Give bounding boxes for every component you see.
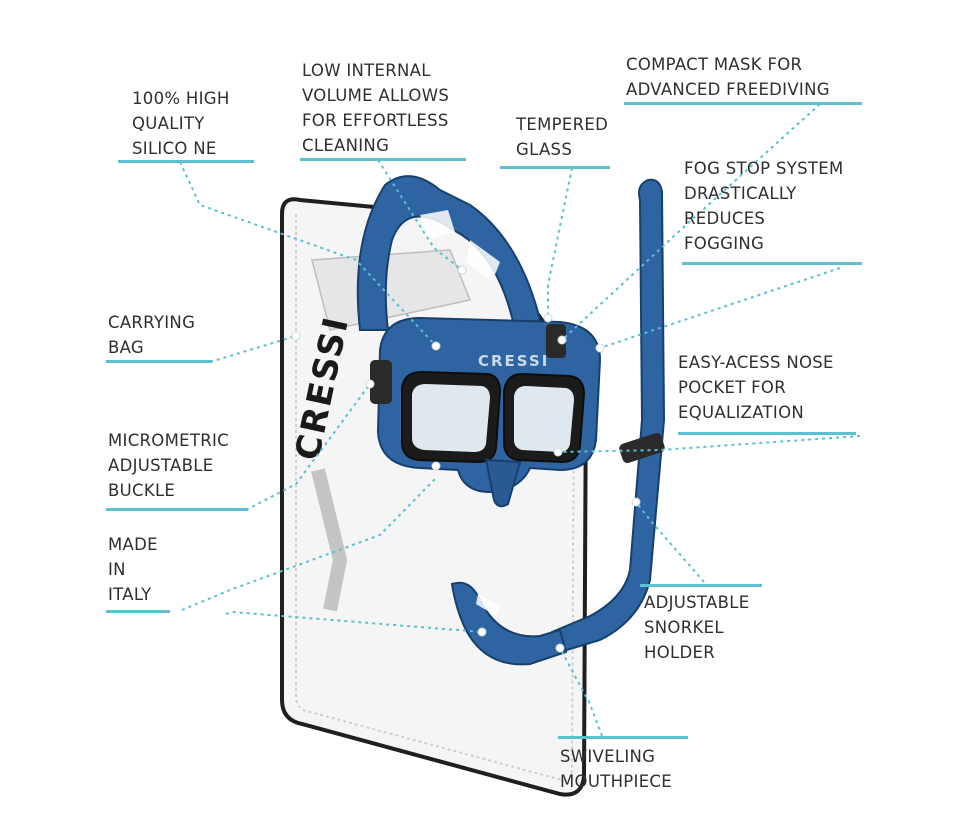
underline-bag (106, 360, 212, 363)
label-glass: TEMPERED GLASS (516, 115, 609, 159)
underline-glass (500, 166, 610, 169)
callout-dots (291, 265, 641, 653)
underline-buckle (106, 508, 248, 511)
label-fog: FOG STOP SYSTEM DRASTICALLY REDUCES FOGG… (684, 159, 844, 253)
label-holder: ADJUSTABLE SNORKEL HOLDER (644, 593, 750, 662)
label-silicone: 100% HIGH QUALITY SILICO NE (132, 89, 230, 158)
mask-body (370, 316, 602, 508)
underline-italy (106, 610, 170, 613)
label-nose: EASY-ACESS NOSE POCKET FOR EQUALIZATION (678, 353, 834, 422)
label-volume: LOW INTERNAL VOLUME ALLOWS FOR EFFORTLES… (302, 61, 450, 155)
snorkel (450, 178, 666, 666)
underline-holder (640, 584, 762, 587)
leader-lines (179, 103, 861, 737)
underline-fog (682, 262, 862, 265)
label-mouthpiece: SWIVELING MOUTHPIECE (560, 747, 672, 791)
underline-mouthpiece (558, 736, 688, 739)
mask-brand-text: CRESSI (478, 352, 549, 370)
label-compact: COMPACT MASK FOR ADVANCED FREEDIVING (626, 55, 830, 99)
carrying-bag (280, 197, 589, 797)
underline-silicone (118, 160, 254, 163)
underline-nose (678, 432, 856, 435)
label-buckle: MICROMETRIC ADJUSTABLE BUCKLE (108, 431, 229, 500)
label-bag: CARRYING BAG (108, 313, 196, 357)
underline-compact (624, 102, 862, 105)
label-italy: MADE IN ITALY (108, 535, 158, 604)
mask-strap (356, 175, 542, 332)
underline-volume (300, 158, 466, 161)
